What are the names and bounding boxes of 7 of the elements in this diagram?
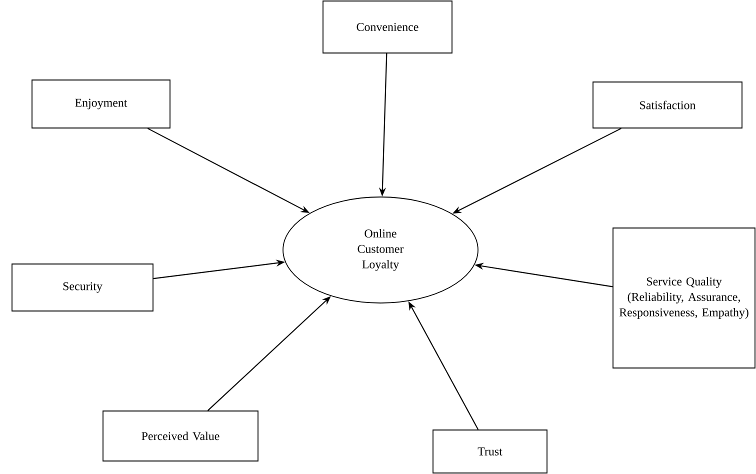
factor-box: Enjoyment: [32, 80, 170, 128]
factor-box: Trust: [432, 430, 548, 474]
factor-box: Security: [12, 264, 154, 312]
factor-box: Perceived Value: [102, 410, 258, 462]
factor-box: Convenience: [322, 0, 452, 54]
factor-box: Satisfaction: [592, 82, 742, 128]
factor-box: Service Quality (Reliability, Assurance, Responsiveness, Empathy): [612, 228, 756, 368]
